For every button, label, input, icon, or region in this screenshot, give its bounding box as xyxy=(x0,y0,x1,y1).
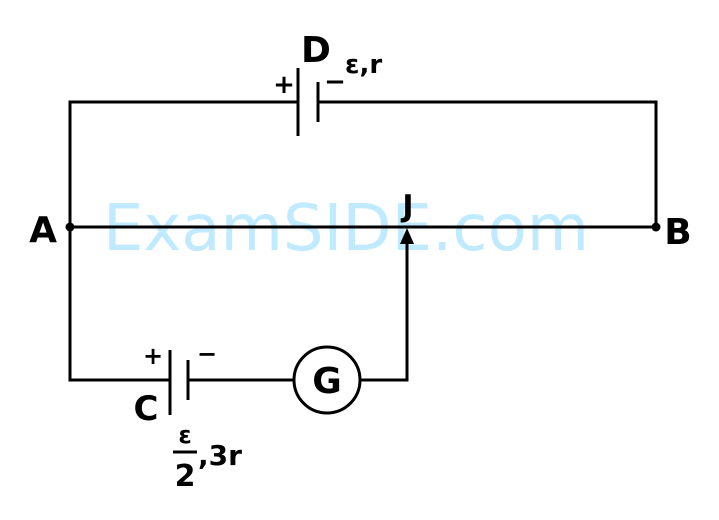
battery-C: + − C ε 2 ,3r xyxy=(134,340,243,494)
battery-C-emf-numerator: ε xyxy=(178,421,191,449)
battery-C-plus: + xyxy=(143,342,163,370)
node-A-label: A xyxy=(29,210,57,251)
battery-D-label: D xyxy=(301,30,331,71)
battery-C-minus: − xyxy=(197,340,217,368)
galvanometer-label: G xyxy=(312,361,342,402)
wire-G-to-jockey xyxy=(360,244,409,382)
battery-C-emf-denominator: 2 xyxy=(175,459,196,494)
battery-C-label: C xyxy=(134,389,159,429)
node-A-dot xyxy=(65,222,75,232)
galvanometer: G xyxy=(292,345,362,415)
battery-D-minus: − xyxy=(324,67,346,97)
node-B-label: B xyxy=(664,212,691,253)
watermark: ExamSIDE.com xyxy=(103,192,589,266)
jockey-arrow-icon xyxy=(400,228,414,244)
wire-top-right xyxy=(318,100,658,227)
wire-left xyxy=(68,100,298,382)
node-J-label: J xyxy=(400,189,413,224)
battery-D-plus: + xyxy=(273,70,295,100)
battery-C-resistance: ,3r xyxy=(198,439,242,472)
battery-D: + − D ε,r xyxy=(273,30,382,136)
wires xyxy=(68,100,658,382)
node-B-dot xyxy=(651,222,661,232)
battery-D-emf: ε,r xyxy=(345,50,382,80)
